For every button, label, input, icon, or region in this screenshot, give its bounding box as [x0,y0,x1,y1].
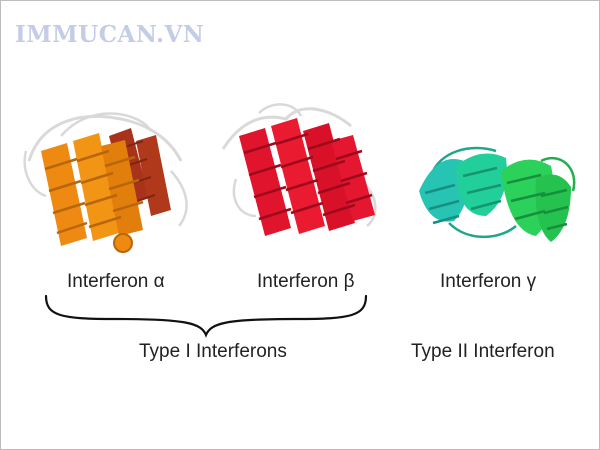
interferon-beta-structure [221,103,377,236]
interferon-alpha-label: Interferon α [67,271,165,292]
type-i-group-label: Type I Interferons [139,341,287,362]
type-ii-group-label: Type II Interferon [411,341,555,362]
interferon-gamma-structure [419,146,576,242]
interferon-gamma-label: Interferon γ [440,271,537,292]
interferon-beta-label: Interferon β [257,271,355,292]
type-i-brace [44,294,368,338]
interferon-alpha-structure [23,112,188,253]
watermark-logo: IMMUCAN.VN [15,21,205,48]
